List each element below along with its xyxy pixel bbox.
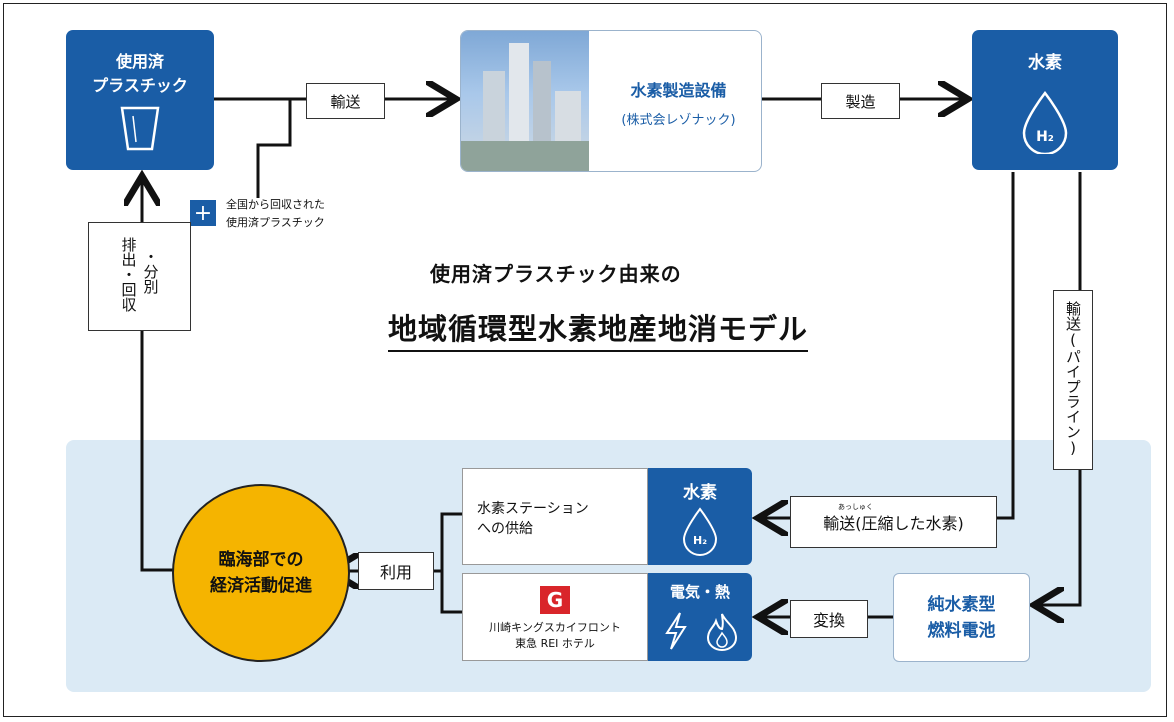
fuel-cell-line-2: 燃料電池 [927, 620, 996, 641]
plus-icon: + [190, 200, 216, 226]
h2-symbol-2: H₂ [692, 534, 708, 547]
hotel-text: 川崎キングスカイフロント 東急 REI ホテル [463, 620, 647, 652]
hydrogen-node: 水素 H₂ [972, 30, 1118, 170]
hydrogen2-label: 水素 [683, 483, 717, 503]
edge-label-use: 利用 [358, 552, 434, 590]
collected-note-line-2: 使用済プラスチック [226, 216, 325, 229]
power-heat-node: 電気・熱 [648, 573, 752, 661]
plant-name: 水素製造設備 [630, 81, 727, 100]
hydrogen-station-card: 水素ステーション への供給 [462, 468, 648, 565]
diagram-frame [3, 3, 1167, 717]
water-drop-icon [1022, 90, 1068, 154]
fuel-cell-node: 純水素型 燃料電池 [893, 573, 1030, 662]
lightning-icon [665, 612, 687, 650]
h2-symbol: H₂ [1036, 129, 1054, 145]
used-plastic-label-1: 使用済 [115, 52, 164, 71]
fuel-cell-line-1: 純水素型 [927, 594, 996, 615]
station-line-2: への供給 [477, 521, 533, 537]
economy-line-1: 臨海部での [218, 550, 304, 570]
hydrogen-plant-node: 水素製造設備 (株式会レゾナック) [460, 30, 762, 172]
edge-label-transport: 輸送 [306, 83, 385, 119]
compressed-text: 輸送(圧縮した水素) [823, 514, 964, 533]
hydrogen-label: 水素 [1028, 53, 1062, 73]
power-heat-label: 電気・熱 [669, 583, 730, 601]
collected-note-line-1: 全国から回収された [226, 198, 325, 211]
edge-label-produce: 製造 [821, 83, 900, 119]
hotel-line-1: 川崎キングスカイフロント [489, 621, 621, 634]
edge-label-pipeline: 輸送(パイプライン) [1053, 290, 1093, 470]
station-line-1: 水素ステーション [477, 501, 589, 517]
plant-company: (株式会レゾナック) [621, 113, 736, 128]
edge-label-discharge: 排出・回収 ・分別 [88, 222, 191, 331]
discharge-col2: ・分別 [141, 249, 160, 294]
used-plastic-label-2: プラスチック [92, 76, 188, 95]
hotel-line-2: 東急 REI ホテル [515, 637, 595, 650]
discharge-col1: 排出・回収 [119, 237, 138, 312]
hotel-logo-icon: G [540, 586, 570, 614]
plant-building-icon [461, 43, 589, 171]
edge-label-convert: 変換 [790, 600, 868, 638]
hotel-card: G 川崎キングスカイフロント 東急 REI ホテル [462, 573, 648, 661]
water-drop-icon [682, 507, 718, 556]
pipeline-text: 輸送(パイプライン) [1064, 301, 1082, 457]
flame-icon [706, 613, 738, 651]
edge-label-compressed: 輸送(圧縮した水素) [790, 496, 997, 548]
diagram-title: 地域循環型水素地産地消モデル [388, 306, 809, 352]
collected-plastic-note: 全国から回収された 使用済プラスチック [226, 196, 325, 232]
cup-icon [120, 106, 160, 151]
economy-line-2: 経済活動促進 [210, 576, 312, 596]
hydrogen-supply-node: 水素 H₂ [648, 468, 752, 565]
compressed-ruby: あっしゅく [838, 503, 873, 511]
used-plastic-node: 使用済 プラスチック [66, 30, 214, 170]
plant-photo [461, 31, 589, 171]
diagram-subtitle: 使用済プラスチック由来の [430, 262, 682, 286]
economy-node: 臨海部での 経済活動促進 [172, 484, 350, 662]
station-text: 水素ステーション への供給 [477, 499, 589, 539]
